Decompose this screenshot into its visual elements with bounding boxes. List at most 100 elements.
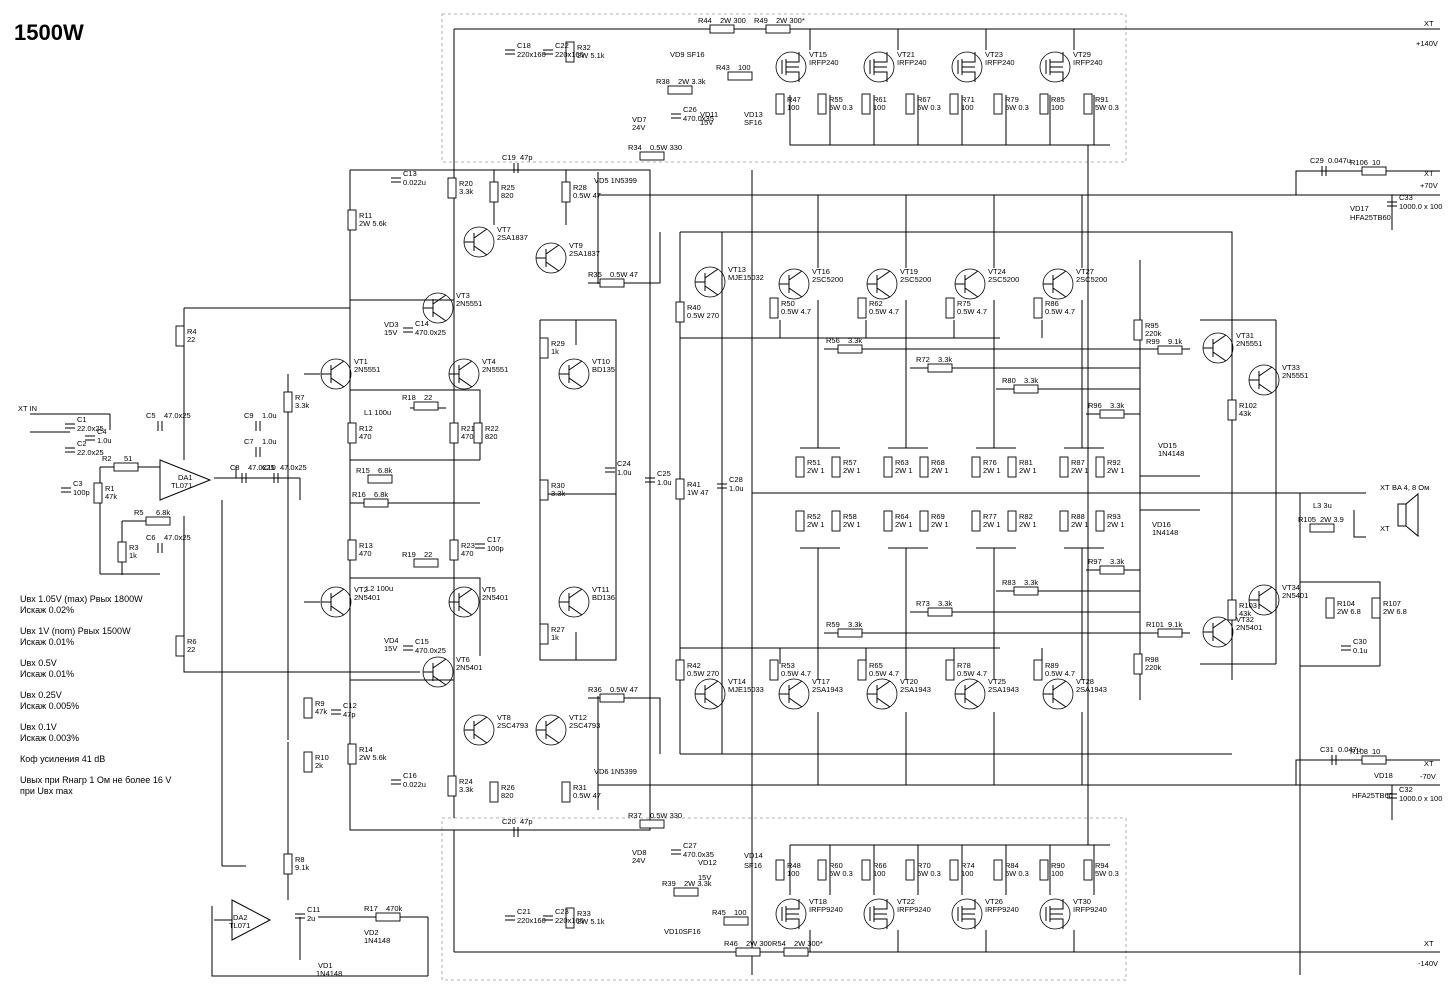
resistor-ref: R74 — [961, 861, 975, 870]
opamp-label: DA2 — [233, 913, 248, 922]
resistor-body — [1059, 456, 1069, 478]
resistor-value: 0.5W 47 — [610, 685, 638, 694]
resistor-value: 2W 3.9 — [1320, 515, 1344, 524]
transistor-ref: VT6 — [456, 655, 470, 664]
resistor-ref: R34 — [628, 143, 642, 152]
resistor-value: 0.5W 4.7 — [781, 307, 811, 316]
resistor-value: 100 — [1051, 869, 1064, 878]
transistor-lead — [464, 228, 488, 256]
inductor-label: L1 100u — [364, 408, 391, 417]
capacitor-ref: C27 — [683, 841, 697, 850]
resistor-ref: R62 — [869, 299, 883, 308]
resistor-body — [1095, 456, 1105, 478]
transistor-body — [775, 51, 807, 83]
transistor-lead — [1249, 366, 1273, 394]
resistor-value: 100 — [873, 869, 886, 878]
resistor-body — [363, 498, 389, 508]
resistor-ref: R9 — [315, 699, 325, 708]
transistor-ref: VT31 — [1236, 331, 1254, 340]
resistor-value: 0.5W 4.7 — [957, 307, 987, 316]
diode-label: 1N4148 — [1158, 449, 1184, 458]
transistor-lead — [464, 716, 488, 744]
resistor-value: 5W 0.3 — [829, 103, 853, 112]
transistor-part: 2SC5200 — [988, 275, 1019, 284]
resistor-body — [565, 907, 575, 929]
resistor-body — [145, 516, 171, 526]
resistor-value: 3.3k — [1024, 578, 1038, 587]
capacitor-ref: C6 — [146, 533, 156, 542]
resistor-body — [905, 93, 915, 115]
transistor-part: 2SA1837 — [569, 249, 600, 258]
transistor-ref: VT27 — [1076, 267, 1094, 276]
diode-vd5-1n5399: VD5 1N5399 — [594, 176, 637, 185]
transistor-part: 2SA1943 — [812, 685, 843, 694]
opamp-label: TL071 — [171, 481, 192, 490]
resistor-ref: R106 — [1350, 158, 1368, 167]
diode-vd12: VD12 — [698, 858, 717, 867]
resistor-body — [1157, 345, 1183, 355]
capacitor-ref: C31 — [1320, 745, 1334, 754]
resistor-body — [117, 541, 127, 563]
diode-1n4148: 1N4148 — [316, 969, 342, 978]
resistor-value: 6.8k — [156, 508, 170, 517]
resistor-value: 6.8k — [378, 466, 392, 475]
diode-label: VD1 — [318, 961, 333, 970]
resistor-value: 1k — [129, 551, 137, 560]
resistor-value: 3.3k — [1110, 557, 1124, 566]
capacitor-ref: C17 — [487, 535, 501, 544]
resistor-ref: R66 — [873, 861, 887, 870]
transistor-lead — [779, 270, 803, 298]
transistor-ref: VT13 — [728, 265, 746, 274]
resistor-body — [769, 659, 779, 681]
resistor-body — [413, 558, 439, 568]
resistor-value: 0.5W 4.7 — [1045, 307, 1075, 316]
diode-label: VD17 — [1350, 204, 1369, 213]
capacitor-value: 47p — [520, 153, 533, 162]
resistor-ref: R57 — [843, 458, 857, 467]
resistor-value: 0.5W 330 — [650, 811, 682, 820]
spec-line: Искаж 0.003% — [20, 733, 80, 743]
resistor-value: 2W 5.1k — [577, 51, 605, 60]
resistor-body — [561, 781, 571, 803]
transistor-ref: VT24 — [988, 267, 1006, 276]
resistor-ref: R32 — [577, 43, 591, 52]
resistor-value: 220k — [1145, 663, 1162, 672]
inductor-label: L2 100u — [366, 584, 393, 593]
resistor-value: 2W 1 — [843, 520, 861, 529]
resistor-ref: R23 — [461, 541, 475, 550]
resistor-body — [949, 93, 959, 115]
capacitor-value: 220x160 — [555, 916, 584, 925]
resistor-ref: R48 — [787, 861, 801, 870]
transistor-part: IRFP9240 — [897, 905, 931, 914]
resistor-body — [347, 422, 357, 444]
capacitor-ref: C4 — [97, 427, 107, 436]
transistor-part: 2N5551 — [456, 299, 482, 308]
transistor-ref: VT5 — [482, 585, 496, 594]
transistor-body — [863, 51, 895, 83]
spec-line: Uвх 1.05V (max) Pвых 1800W — [20, 594, 143, 604]
capacitor-ref: C23 — [555, 907, 569, 916]
resistor-body — [775, 859, 785, 881]
resistor-ref: R102 — [1239, 401, 1257, 410]
